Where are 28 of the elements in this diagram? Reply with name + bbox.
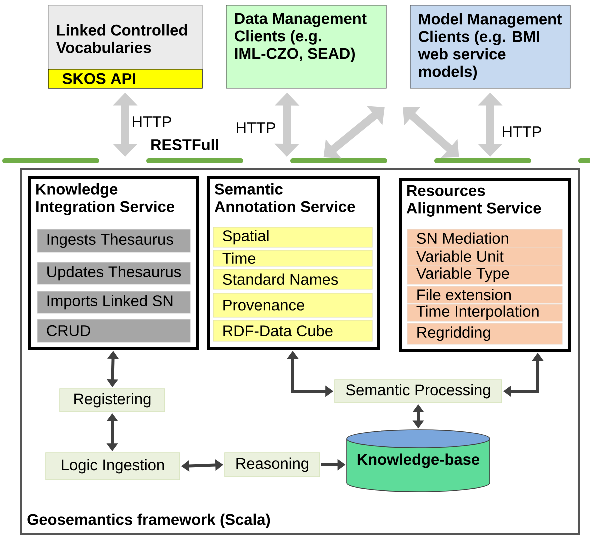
client-box: Data Management Clients (e.g. IML-CZO, SEAD) [226,5,387,89]
restful-bus [2,158,590,164]
api-bar: SKOS API [48,69,203,89]
bus-label: RESTFull [152,139,218,150]
edge-label: HTTP [500,126,544,138]
function-row: File extension [407,286,563,304]
edge-label: HTTP [130,116,174,128]
function-row: Variable Unit [407,247,563,266]
client-box: Model Management Clients (e.g. BMI web service models) [410,5,571,89]
process-box: Logic Ingestion [46,452,180,480]
process-box: Registering [60,388,166,412]
database-cylinder: Knowledge-base [346,430,490,492]
function-row: CRUD [37,319,191,343]
function-row: Time Interpolation [407,304,563,322]
function-row: SN Mediation [407,229,563,248]
edge-label: HTTP [234,122,278,134]
function-row: Spatial [213,227,373,248]
function-row: Ingests Thesaurus [37,229,191,253]
function-row: Regridding [407,323,563,345]
process-box: Semantic Processing [334,380,502,404]
function-row: Updates Thesaurus [37,262,191,285]
function-row: RDF-Data Cube [213,320,373,342]
function-row: Time [213,250,373,267]
function-row: Imports Linked SN [37,291,191,314]
function-row: Standard Names [213,269,373,290]
process-box: Reasoning [224,452,320,478]
function-row: Provenance [213,293,373,318]
function-row: Variable Type [407,265,563,285]
